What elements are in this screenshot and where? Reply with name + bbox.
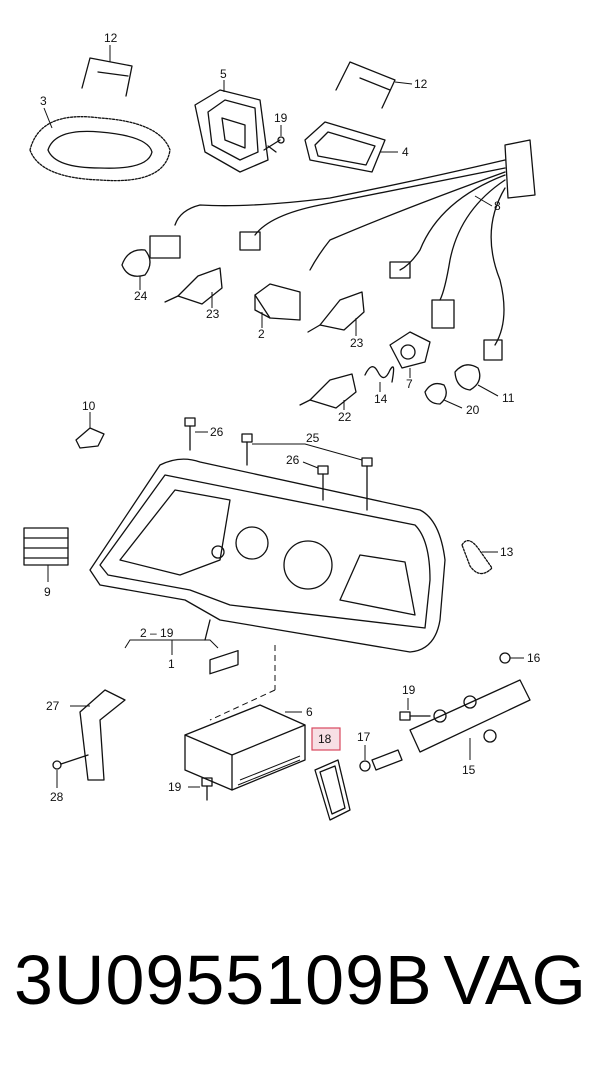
part-26-screw-left — [184, 417, 208, 451]
footer: 3U0955109B VAG — [0, 925, 600, 1035]
brand-name: VAG — [443, 941, 586, 1019]
callout-16: 16 — [527, 651, 541, 665]
part-12-spring-clip-right — [335, 61, 413, 109]
callout-19: 19 — [168, 780, 182, 794]
part-12-spring-clip-left — [81, 45, 133, 97]
part-11-bulb-socket — [454, 364, 499, 397]
callout-27: 27 — [46, 699, 60, 713]
part-20-small-bulb — [424, 382, 463, 409]
callout-3: 3 — [40, 94, 47, 108]
part-1-headlamp-housing — [89, 458, 446, 653]
callout-12: 12 — [414, 77, 428, 91]
callout-18-highlight — [311, 727, 341, 751]
callout-17: 17 — [357, 730, 371, 744]
callout-2: 2 — [258, 327, 265, 341]
part-5-cover-cap — [194, 80, 269, 173]
part-2-actuator — [254, 283, 301, 328]
part-19-screw-middle — [399, 698, 431, 721]
part-18-cover — [314, 759, 351, 821]
part-4-mounting-frame — [304, 121, 398, 173]
callout-6: 6 — [306, 705, 313, 719]
part-15-rail — [409, 679, 531, 760]
callout-26: 26 — [210, 425, 224, 439]
part-26-screw-right — [302, 461, 329, 501]
callout-23: 23 — [206, 307, 220, 321]
callout-7: 7 — [406, 377, 413, 391]
callout-26: 26 — [286, 453, 300, 467]
callout-19: 19 — [402, 683, 416, 697]
exploded-parts-diagram: 12 3 5 19 12 4 8 24 23 2 23 7 11 22 14 2… — [23, 31, 541, 821]
callout-20: 20 — [466, 403, 480, 417]
callout-8: 8 — [494, 199, 501, 213]
part-number: 3U0955109B — [14, 941, 433, 1019]
callout-bracket-2-19 — [124, 639, 219, 655]
callout-2-19: 2 – 19 — [140, 626, 174, 640]
part-27-bracket — [70, 689, 126, 781]
callout-14: 14 — [374, 392, 388, 406]
part-10-clip — [75, 412, 105, 449]
part-28-screw — [52, 754, 89, 788]
part-19-screw-top — [263, 125, 285, 153]
part-23-bulb-left — [164, 267, 223, 308]
callout-4: 4 — [402, 145, 409, 159]
part-14-wire-spring — [364, 366, 395, 392]
part-8-wiring-harness — [174, 139, 536, 361]
callout-10: 10 — [82, 399, 96, 413]
callout-19: 19 — [274, 111, 288, 125]
callout-22: 22 — [338, 410, 352, 424]
callout-28: 28 — [50, 790, 64, 804]
part-17-sensor — [359, 745, 403, 772]
part-3-gasket-ring — [29, 107, 171, 182]
part-24-bulb — [121, 235, 181, 290]
callout-13: 13 — [500, 545, 514, 559]
callout-labels: 12 3 5 19 12 4 8 24 23 2 23 7 11 22 14 2… — [40, 31, 541, 804]
callout-24: 24 — [134, 289, 148, 303]
callout-12: 12 — [104, 31, 118, 45]
part-6-control-unit — [184, 649, 306, 791]
part-9-rubber-cap — [23, 527, 69, 582]
callout-5: 5 — [220, 67, 227, 81]
part-25-screws — [241, 433, 373, 511]
callout-25: 25 — [306, 431, 320, 445]
part-19-screw-bottom — [188, 777, 213, 801]
callout-11: 11 — [502, 391, 515, 405]
callout-1: 1 — [168, 657, 175, 671]
callout-23: 23 — [350, 336, 364, 350]
part-13-hose — [461, 540, 498, 575]
part-22-bulb — [299, 373, 357, 410]
callout-15: 15 — [462, 763, 476, 777]
part-23-bulb-right — [307, 291, 365, 336]
part-16-ring — [499, 652, 524, 664]
part-7-socket — [389, 331, 431, 378]
callout-18: 18 — [318, 732, 332, 746]
callout-9: 9 — [44, 585, 51, 599]
